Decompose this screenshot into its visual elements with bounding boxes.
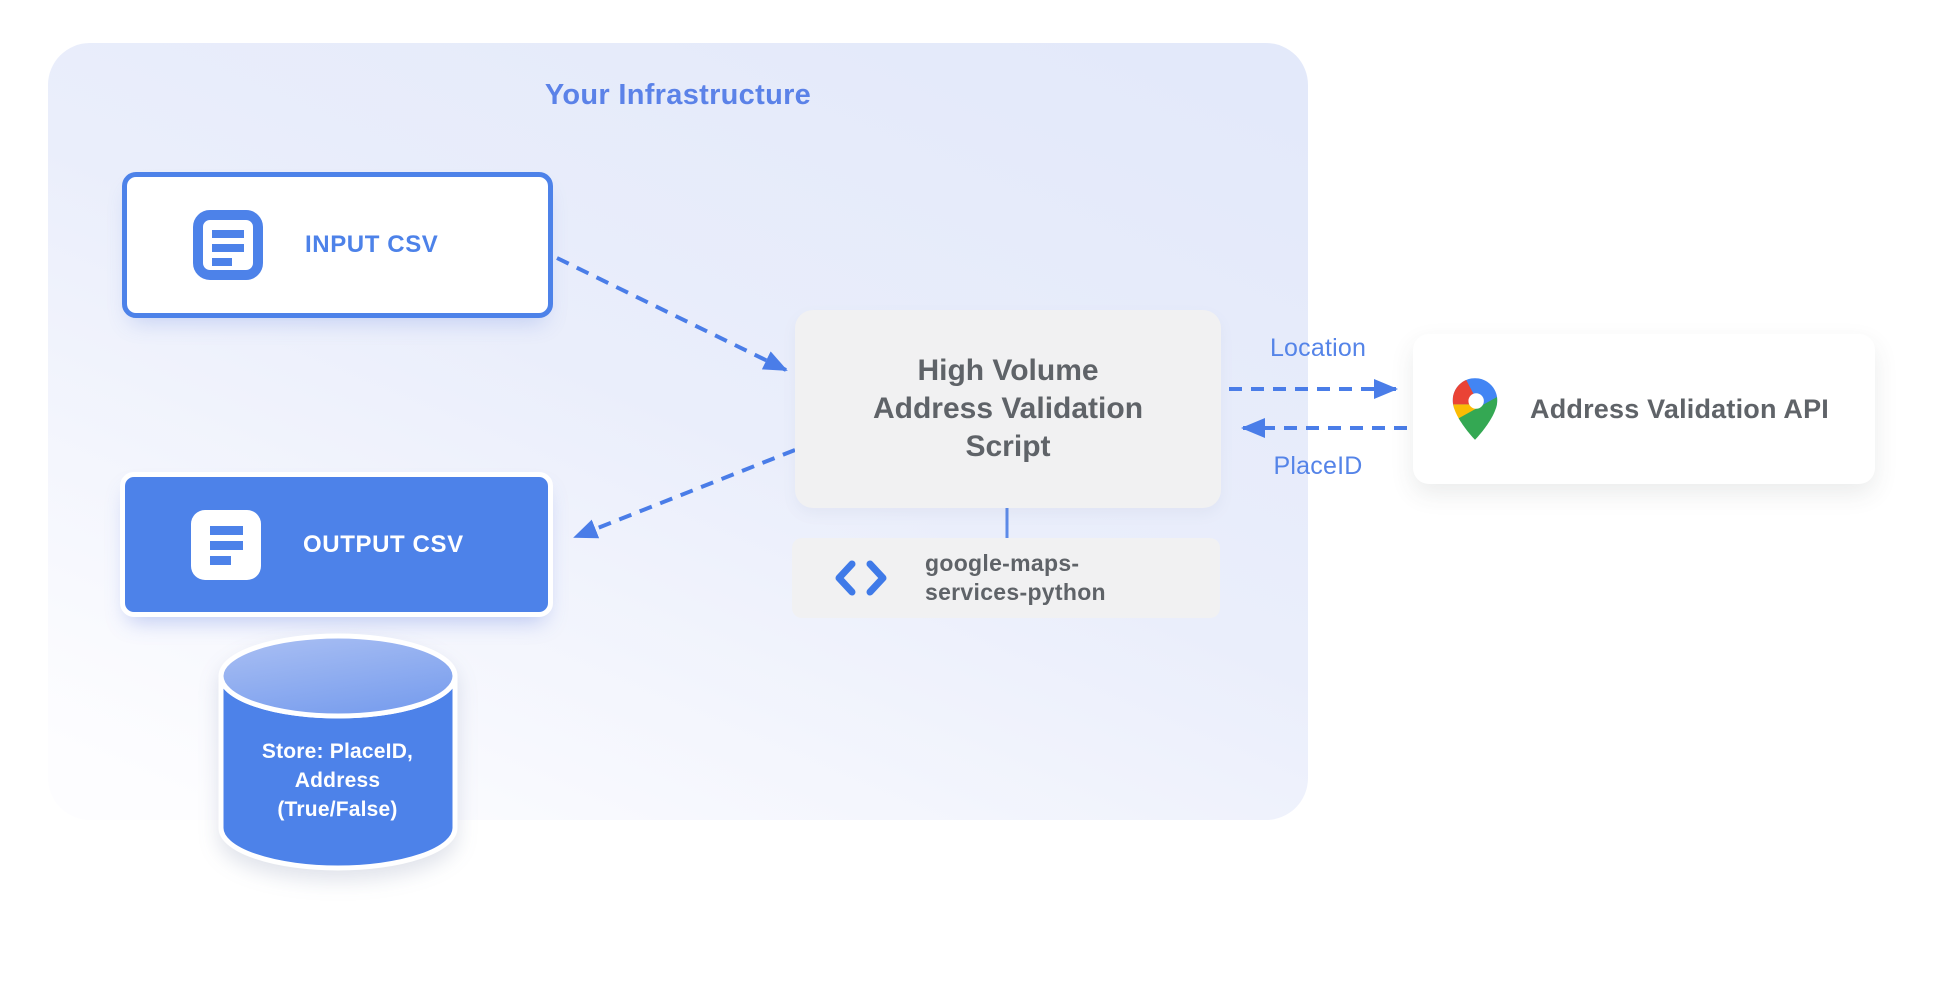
api-node: Address Validation API — [1413, 334, 1875, 484]
infrastructure-panel-title: Your Infrastructure — [544, 79, 812, 111]
input-csv-label: INPUT CSV — [305, 231, 439, 258]
library-node: google-maps- services-python — [792, 538, 1220, 618]
datastore-cylinder — [218, 633, 458, 871]
datastore-label-line2: Address — [294, 769, 381, 792]
input-csv-node: INPUT CSV — [122, 172, 553, 318]
output-csv-node: OUTPUT CSV — [120, 472, 553, 617]
google-maps-pin-icon — [1452, 378, 1498, 440]
code-brackets-icon — [835, 560, 887, 596]
library-label: google-maps- services-python — [925, 549, 1106, 607]
document-icon — [193, 210, 263, 280]
edge-label-location: Location — [1269, 334, 1367, 362]
datastore-label-line3: (True/False) — [277, 798, 398, 821]
api-label: Address Validation API — [1530, 393, 1829, 424]
edge-label-placeid: PlaceID — [1273, 452, 1363, 480]
datastore-label: Store: PlaceID, Address (True/False) — [218, 737, 457, 824]
document-icon — [191, 509, 261, 580]
datastore-label-line1: Store: PlaceID, — [261, 740, 414, 763]
library-label-line1: google-maps- — [925, 550, 1080, 576]
output-csv-label: OUTPUT CSV — [303, 530, 464, 558]
script-label-line3: Script — [965, 430, 1051, 463]
library-label-line2: services-python — [925, 579, 1106, 605]
script-label-line1: High Volume — [917, 354, 1099, 387]
script-label-line2: Address Validation — [872, 392, 1144, 425]
script-node: High Volume Address Validation Script — [795, 310, 1221, 508]
